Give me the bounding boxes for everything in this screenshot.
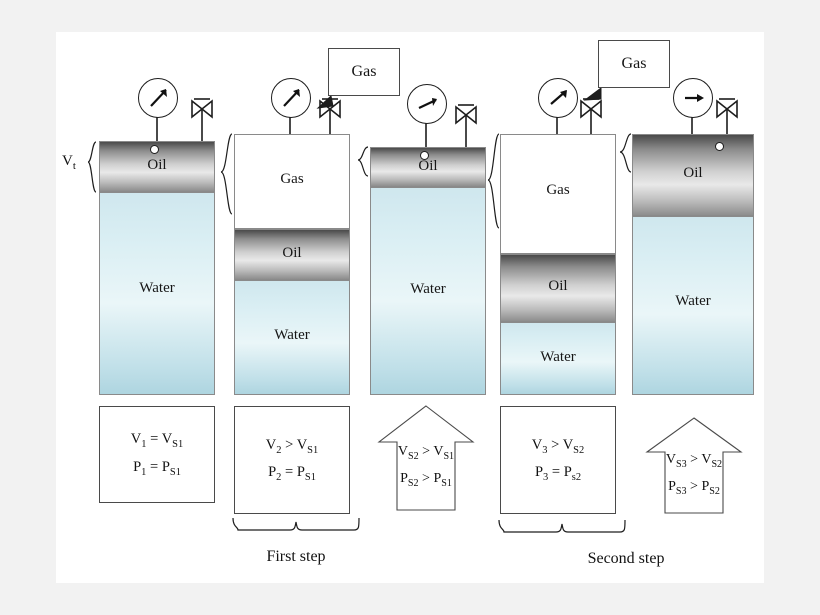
cylinder-2-layer-gas: Gas	[234, 134, 350, 229]
cylinder-4-oil-label: Oil	[548, 278, 568, 294]
cylinder-2-oil-label: Oil	[282, 245, 302, 261]
formula-box-2: V2 > VS1 P2 = PS1	[234, 406, 350, 514]
first-step-label: First step	[266, 548, 326, 565]
cylinder-1-layer-water: Water	[99, 192, 215, 395]
formula-box-4-line-1: V3 > VS2	[531, 436, 585, 456]
cylinder-2-layer-water: Water	[234, 280, 350, 395]
formula-box-5: VS3 > VS2 PS3 > PS2	[647, 418, 741, 513]
formula-box-3-line-2: PS2 > PS1	[400, 471, 452, 489]
formula-box-5-line-1: VS3 > VS2	[665, 451, 723, 470]
cylinder-3-layer-water: Water	[370, 187, 486, 395]
formula-box-2-line-2: P2 = PS1	[268, 464, 316, 483]
pressure-gauge-icon-1[interactable]	[138, 78, 178, 118]
gas-callout-1: Gas	[328, 48, 400, 96]
formula-box-4: V3 > VS2 P3 = Ps2	[500, 406, 616, 514]
second-step-label: Second step	[587, 550, 665, 567]
formula-box-1: V1 = VS1 P1 = PS1	[99, 406, 215, 503]
cylinder-5-water-label: Water	[675, 293, 711, 309]
cylinder-1-port-dot	[150, 145, 159, 154]
cylinder-4-layer-water: Water	[500, 322, 616, 395]
cylinder-4-layer-oil: Oil	[500, 254, 616, 322]
cylinder-5-oil-label: Oil	[683, 165, 703, 181]
pressure-gauge-icon-3[interactable]	[407, 84, 447, 124]
cylinder-1-oil-label: Oil	[147, 157, 167, 173]
cylinder-4-water-label: Water	[540, 349, 576, 365]
gas-callout-1-label: Gas	[351, 63, 377, 80]
cylinder-3-port-dot	[420, 151, 429, 160]
volume-label-subscript: t	[72, 160, 76, 172]
cylinder-5-port-dot	[715, 142, 724, 151]
formula-box-3-line-1: VS2 > VS1	[397, 444, 455, 462]
gas-callout-2-label: Gas	[621, 55, 647, 72]
cylinder-2-gas-label: Gas	[280, 171, 304, 187]
cylinder-2-water-label: Water	[274, 327, 310, 343]
pressure-gauge-icon-2[interactable]	[271, 78, 311, 118]
gas-callout-2: Gas	[598, 40, 670, 88]
formula-box-2-line-1: V2 > VS1	[265, 436, 319, 456]
pressure-gauge-icon-4[interactable]	[538, 78, 578, 118]
pressure-gauge-icon-5[interactable]	[673, 78, 713, 118]
cylinder-4-layer-gas: Gas	[500, 134, 616, 254]
formula-box-3: VS2 > VS1 PS2 > PS1	[379, 406, 473, 510]
cylinder-3-water-label: Water	[410, 281, 446, 297]
cylinder-5-layer-oil: Oil	[632, 134, 754, 216]
formula-box-5-line-2: PS3 > PS2	[668, 478, 720, 497]
cylinder-1-water-label: Water	[139, 280, 175, 296]
volume-label-letter: V	[62, 153, 73, 169]
formula-box-4-line-2: P3 = Ps2	[534, 464, 582, 483]
cylinder-4-gas-label: Gas	[546, 182, 570, 198]
cylinder-2-layer-oil: Oil	[234, 229, 350, 280]
formula-box-1-line-2: P1 = PS1	[133, 458, 181, 478]
volume-label-vt: Vt	[62, 153, 76, 172]
cylinder-3-oil-label: Oil	[418, 158, 438, 174]
cylinder-5-layer-water: Water	[632, 216, 754, 395]
formula-box-1-line-1: V1 = VS1	[130, 431, 184, 451]
